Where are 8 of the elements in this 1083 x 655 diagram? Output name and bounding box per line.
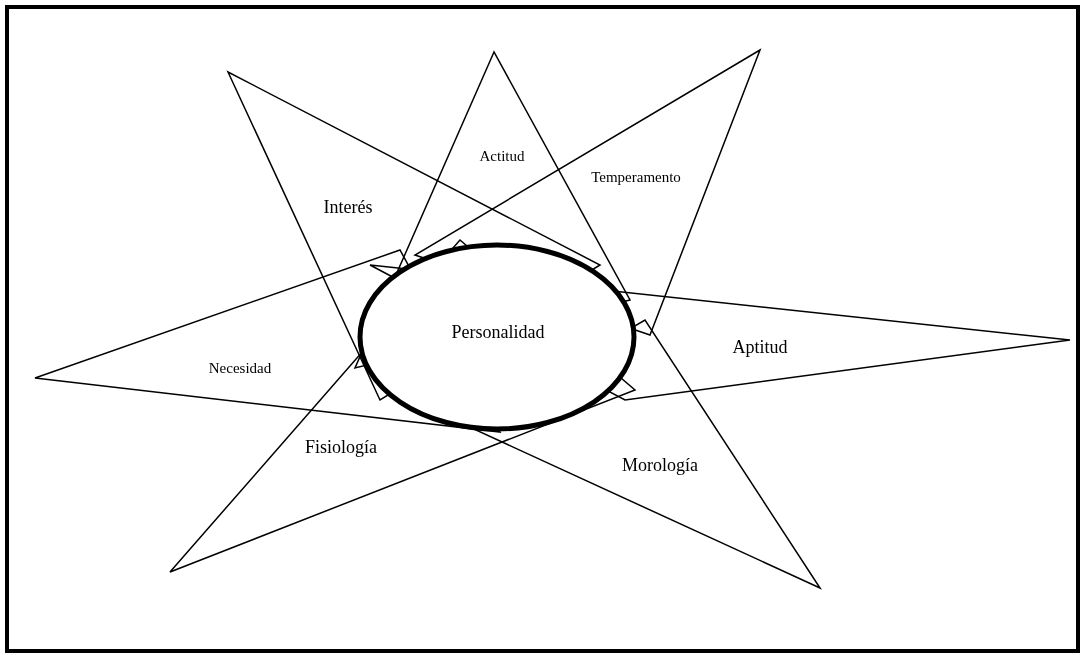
- triangle-label: Interés: [323, 196, 373, 218]
- triangle-label: Temperamento: [591, 168, 681, 186]
- triangle-label: Necesidad: [208, 359, 272, 377]
- center-label: Personalidad: [451, 321, 545, 343]
- triangle-label: Actitud: [479, 147, 525, 165]
- triangle-label: Aptitud: [732, 336, 788, 358]
- triangle-label: Morología: [622, 454, 698, 476]
- triangle-label: Fisiología: [305, 436, 377, 458]
